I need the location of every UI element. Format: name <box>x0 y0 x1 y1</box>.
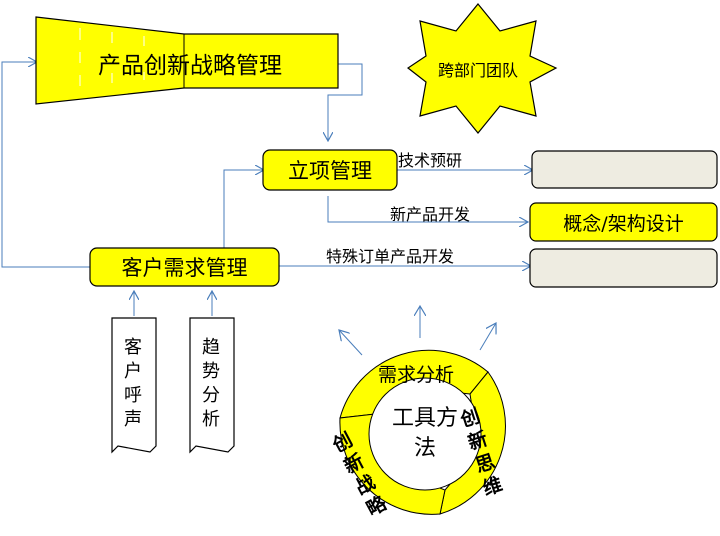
special-order-target-box <box>529 248 718 288</box>
special-order-label: 特殊订单产品开发 <box>326 247 455 266</box>
tools-cycle <box>339 349 506 515</box>
edge-customer-to-strategy <box>1 62 90 268</box>
project-mgmt-box <box>262 149 398 191</box>
customer-voice-label: 客户呼声 <box>124 337 142 430</box>
product-strategy-label: 产品创新战略管理 <box>98 53 282 79</box>
connectors <box>1 62 532 356</box>
demand-analysis-label: 需求分析 <box>378 364 455 386</box>
edge-customer-to-project <box>223 170 263 248</box>
trend-analysis-label: 趋势分析 <box>202 337 220 430</box>
trend-analysis-doc <box>189 317 235 454</box>
cross-team-star <box>406 3 558 134</box>
cycle-center-label: 工具方法 <box>392 406 459 461</box>
cycle-arrow-right <box>479 323 496 351</box>
edge-project-to-concept <box>327 196 527 222</box>
tech-research-label: 技术预研 <box>398 151 463 170</box>
customer-mgmt-label: 客户需求管理 <box>121 256 248 280</box>
concept-design-label: 概念/架构设计 <box>563 212 684 235</box>
tech-research-target-box <box>531 150 718 189</box>
cycle-center <box>368 377 482 491</box>
cycle-arrow-left <box>339 330 363 356</box>
product-strategy-funnel <box>35 16 339 105</box>
customer-mgmt-box <box>89 247 280 287</box>
concept-design-box <box>529 202 718 242</box>
edge-strategy-to-project <box>328 63 363 140</box>
project-mgmt-label: 立项管理 <box>288 159 372 183</box>
new-product-label: 新产品开发 <box>390 205 471 224</box>
cross-team-label: 跨部门团队 <box>437 61 518 80</box>
customer-voice-doc <box>111 317 157 454</box>
